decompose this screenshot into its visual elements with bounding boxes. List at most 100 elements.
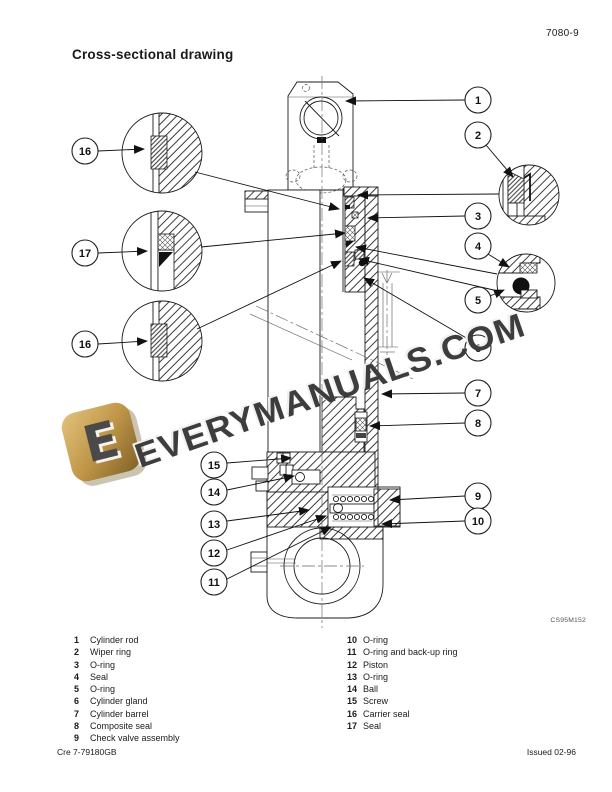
- callout-2: 2: [464, 121, 514, 178]
- footer-document-code: Cre 7-79180GB: [57, 747, 117, 757]
- legend-item-label: O-ring: [363, 671, 389, 682]
- legend-item-label: Carrier seal: [363, 708, 410, 719]
- callout-5: 5: [464, 286, 505, 314]
- legend-item-label: Cylinder rod: [90, 635, 139, 645]
- figure-code: CS95M152: [550, 617, 586, 624]
- legend-item-label: O-ring: [90, 659, 116, 670]
- legend-item-number: 3: [74, 659, 80, 670]
- callout-7: 7: [381, 379, 492, 407]
- page-number: 7080-9: [546, 28, 579, 39]
- legend-item: 17 Seal: [347, 720, 458, 732]
- callout-3: 3: [367, 202, 492, 230]
- legend-item-number: 15: [347, 696, 358, 707]
- cylinder-section: [244, 76, 414, 628]
- rod-seal: [344, 225, 356, 242]
- callout-8: 8: [369, 409, 492, 437]
- callout-16-top: 16: [71, 137, 145, 165]
- legend-item: 14 Ball: [347, 683, 458, 695]
- legend-item-number: 10: [347, 635, 358, 645]
- svg-text:3: 3: [475, 211, 481, 223]
- svg-text:11: 11: [208, 577, 220, 589]
- legend-item: 7 Cylinder barrel: [74, 708, 180, 720]
- check-valve-assembly: [327, 486, 401, 528]
- legend-item-number: 11: [347, 647, 357, 658]
- legend-item-number: 13: [347, 671, 358, 682]
- ball: [295, 472, 305, 482]
- legend-item: 8 Composite seal: [74, 720, 180, 732]
- svg-text:9: 9: [475, 491, 481, 503]
- callout-9: 9: [389, 482, 492, 510]
- detail-leader-lines: [194, 171, 500, 330]
- svg-text:16: 16: [79, 146, 91, 158]
- legend-item: 10 O-ring: [347, 634, 458, 646]
- svg-text:16: 16: [79, 339, 91, 351]
- legend-item-label: Screw: [363, 696, 389, 707]
- callout-17: 17: [71, 239, 148, 267]
- legend-item: 16 Carrier seal: [347, 708, 458, 720]
- legend-item-number: 16: [347, 708, 358, 719]
- footer-issue-date: Issued 02-96: [526, 747, 576, 757]
- legend-item-label: Composite seal: [90, 721, 153, 732]
- legend-item: 13 O-ring: [347, 671, 458, 683]
- legend-item-label: Seal: [363, 721, 382, 732]
- detail-circle-carrier-seal-top: [121, 112, 203, 194]
- legend-item-number: 17: [347, 721, 358, 732]
- legend-item-label: Ball: [363, 684, 379, 695]
- legend-item: 15 Screw: [347, 695, 458, 707]
- legend-item: 3 O-ring: [74, 659, 180, 671]
- carrier-seal: [344, 251, 355, 267]
- legend-item-label: Cylinder gland: [90, 696, 148, 707]
- detail-circle-carrier-seal-bottom: [121, 300, 203, 382]
- legend-item-number: 5: [74, 684, 80, 695]
- detail-circle-seal-17: [121, 210, 203, 292]
- svg-text:15: 15: [208, 460, 220, 472]
- svg-text:1: 1: [475, 95, 481, 107]
- detail-circle-seal-oring: [496, 253, 556, 313]
- legend-item: 5 O-ring: [74, 683, 180, 695]
- legend-item-label: Cylinder barrel: [90, 708, 149, 719]
- legend-item-label: Piston: [363, 659, 389, 670]
- callout-15: 15: [200, 451, 292, 479]
- legend-item-label: Wiper ring: [90, 647, 132, 658]
- legend-item-number: 4: [74, 671, 80, 682]
- legend-item-number: 2: [74, 647, 80, 658]
- svg-text:4: 4: [475, 241, 482, 253]
- legend-item-label: O-ring and back-up ring: [363, 647, 458, 658]
- svg-text:2: 2: [475, 130, 481, 142]
- cylinder-rod: [267, 189, 321, 453]
- legend-item: 11 O-ring and back-up ring: [347, 646, 458, 658]
- callout-13: 13: [200, 506, 310, 538]
- legend-item-number: 6: [74, 696, 80, 707]
- svg-text:7: 7: [475, 388, 481, 400]
- callout-11: 11: [200, 526, 332, 596]
- detail-circle-wiper-ring: [498, 164, 560, 226]
- callout-16-bottom: 16: [71, 330, 148, 358]
- callout-1: 1: [345, 86, 492, 114]
- legend-item-number: 12: [347, 659, 358, 670]
- page-title: Cross-sectional drawing: [72, 47, 234, 62]
- legend-item-label: O-ring: [90, 684, 116, 695]
- svg-text:8: 8: [475, 418, 481, 430]
- callout-10: 10: [381, 507, 492, 535]
- callout-14: 14: [200, 473, 295, 506]
- legend-item-label: O-ring: [363, 635, 389, 645]
- legend-item-label: Check valve assembly: [90, 733, 180, 744]
- svg-text:13: 13: [208, 519, 220, 531]
- legend-item: 6 Cylinder gland: [74, 695, 180, 707]
- watermark-logo: E E: [61, 402, 147, 486]
- svg-text:12: 12: [208, 548, 220, 560]
- svg-text:6: 6: [475, 343, 481, 355]
- legend-item-number: 14: [347, 684, 358, 695]
- svg-text:10: 10: [472, 516, 484, 528]
- legend-item-number: 8: [74, 721, 80, 732]
- legend-item-number: 7: [74, 708, 80, 719]
- svg-text:17: 17: [79, 248, 91, 260]
